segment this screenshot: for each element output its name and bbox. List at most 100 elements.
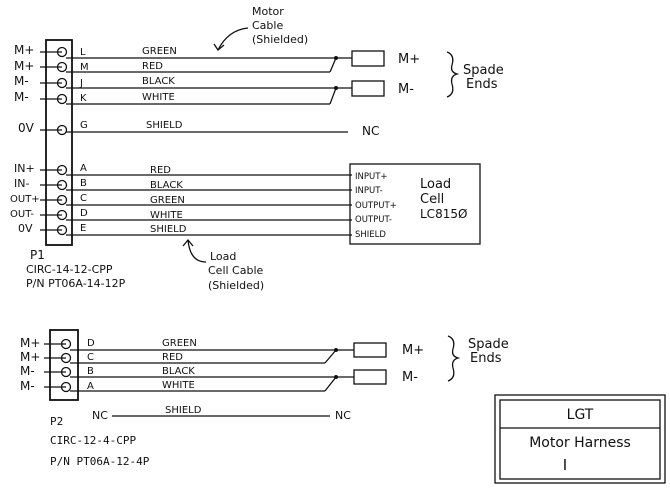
p2-pin-3: A: [87, 381, 94, 392]
load-cell-terminal-1: INPUT-: [355, 186, 383, 196]
spade2-plus: M+: [402, 343, 424, 358]
p1-wire-2: BLACK: [142, 76, 175, 87]
p2-info: P2 CIRC-12-4-CPP P/N PT06A-12-4P: [50, 415, 150, 468]
p1-name: P1: [30, 248, 45, 262]
p2-left-labels: M+ M+ M- M-: [20, 336, 40, 393]
spade2-brace: [447, 335, 461, 382]
spade1-minus: M-: [398, 82, 414, 97]
spade2-label2: Ends: [470, 351, 502, 366]
title-block: LGT Motor Harness I: [494, 394, 666, 484]
spade1-label1: Spade: [463, 63, 504, 78]
p2-part1: CIRC-12-4-CPP: [50, 434, 136, 447]
p1-load-cell-wires: [66, 174, 352, 236]
spade2-label1: Spade: [468, 337, 509, 352]
p1-info: P1 CIRC-14-12-CPP P/N PT06A-14-12P: [26, 248, 126, 290]
spade2-minus: M-: [402, 370, 418, 385]
title-block-company: LGT: [567, 407, 594, 423]
p2-name: P2: [50, 415, 63, 428]
p1-part1: CIRC-14-12-CPP: [26, 263, 113, 276]
p1-load-cell-wire-labels: RED BLACK GREEN WHITE SHIELD: [150, 165, 187, 235]
p1-label-7: OUT+: [10, 194, 40, 205]
motor-cable-line1: Motor: [252, 5, 284, 18]
p1-wire-7: GREEN: [150, 195, 185, 206]
p2-pin-circles: [60, 338, 72, 393]
p2-nc-right: NC: [335, 409, 351, 422]
p1-pin-5: A: [80, 163, 87, 174]
p1-wire-0: GREEN: [142, 46, 177, 57]
load-cell-terminal-0: INPUT+: [355, 172, 388, 182]
p1-pin-1: M: [80, 62, 89, 73]
motor-cable-line3: (Shielded): [252, 33, 308, 46]
load-cell-title1: Load: [420, 177, 451, 192]
spade1-label2: Ends: [466, 77, 498, 92]
p2-label-0: M+: [20, 336, 40, 350]
p1-left-labels: M+ M+ M- M- 0V IN+ IN- OUT+ OUT- 0V: [10, 43, 40, 235]
title-block-rev: I: [563, 456, 567, 474]
p1-wire-1: RED: [142, 61, 163, 72]
p1-pin-6: B: [80, 178, 87, 189]
p2-label-3: M-: [20, 379, 35, 393]
p2-nc-left: NC: [92, 409, 108, 422]
p2-wires: [70, 348, 354, 417]
p1-pin-0: L: [80, 47, 86, 58]
p1-label-5: IN+: [14, 162, 35, 175]
nc-label-1: NC: [362, 124, 379, 138]
p1-pin-2: J: [79, 78, 83, 89]
load-cell-terminal-2: OUTPUT+: [355, 201, 397, 211]
p2-wire-labels: GREEN RED BLACK WHITE SHIELD NC NC: [92, 338, 351, 422]
p1-label-6: IN-: [14, 177, 29, 190]
p2-pin-0: D: [87, 338, 95, 349]
load-cell-terminal-3: OUTPUT-: [355, 215, 392, 225]
p1-pin-7: C: [80, 193, 87, 204]
spade1-brace: [446, 51, 460, 98]
load-cell-cable-line1: Load: [210, 250, 236, 263]
load-cell-box: INPUT+ INPUT- OUTPUT+ OUTPUT- SHIELD Loa…: [349, 163, 481, 245]
p1-label-0: M+: [14, 43, 34, 57]
p2-part2: P/N PT06A-12-4P: [50, 455, 150, 468]
p2-wire-0: GREEN: [162, 338, 197, 349]
p1-wire-8: WHITE: [150, 210, 183, 221]
p1-wire-9: SHIELD: [150, 224, 187, 235]
p1-pin-9: E: [80, 223, 86, 234]
p1-motor-wires: [66, 56, 352, 133]
p1-wire-3: WHITE: [142, 92, 175, 103]
spade1-plus: M+: [398, 52, 420, 67]
p1-connector-body: [45, 39, 73, 246]
p1-label-1: M+: [14, 59, 34, 73]
spade-ends-2: M+ M- Spade Ends: [353, 335, 509, 385]
spade-ends-1: M+ M- Spade Ends: [351, 50, 504, 98]
p1-label-2: M-: [14, 74, 29, 88]
p1-pin-3: K: [80, 93, 87, 104]
p1-pin-circles: [56, 46, 68, 236]
p2-label-2: M-: [20, 364, 35, 378]
p1-part2: P/N PT06A-14-12P: [26, 277, 126, 290]
p1-pin-letters: L M J K G A B C D E: [79, 47, 89, 234]
load-cell-title2: Cell: [420, 192, 444, 207]
p1-wire-4: SHIELD: [146, 120, 183, 131]
p2-connector-body: [49, 329, 79, 401]
p1-lead-lines: [40, 51, 62, 231]
p2-wire-1: RED: [162, 352, 183, 363]
load-cell-cable-note: Load Cell Cable (Shielded): [182, 238, 264, 292]
title-block-title: Motor Harness: [529, 435, 631, 451]
p1-label-8: OUT-: [10, 209, 34, 220]
p2-pin-1: C: [87, 352, 94, 363]
p1-pin-8: D: [80, 208, 88, 219]
p2-wire-2: BLACK: [162, 366, 195, 377]
load-cell-cable-arrow: [187, 239, 207, 263]
load-cell-title3: LC815Ø: [420, 207, 467, 221]
p2-pin-2: B: [87, 366, 94, 377]
load-cell-cable-line2: Cell Cable: [208, 264, 264, 277]
load-cell-cable-line3: (Shielded): [208, 279, 264, 292]
p1-wire-6: BLACK: [150, 180, 183, 191]
p1-label-9: 0V: [18, 222, 33, 235]
p2-label-1: M+: [20, 350, 40, 364]
p2-wire-3: WHITE: [162, 380, 195, 391]
p1-pin-4: G: [80, 120, 88, 131]
load-cell-terminal-4: SHIELD: [355, 230, 386, 240]
motor-cable-line2: Cable: [252, 19, 283, 32]
p1-label-4: 0V: [18, 121, 35, 135]
motor-cable-note: Motor Cable (Shielded): [213, 5, 308, 51]
p2-shield-label: SHIELD: [165, 405, 202, 416]
p2-lead-lines: [44, 343, 66, 388]
